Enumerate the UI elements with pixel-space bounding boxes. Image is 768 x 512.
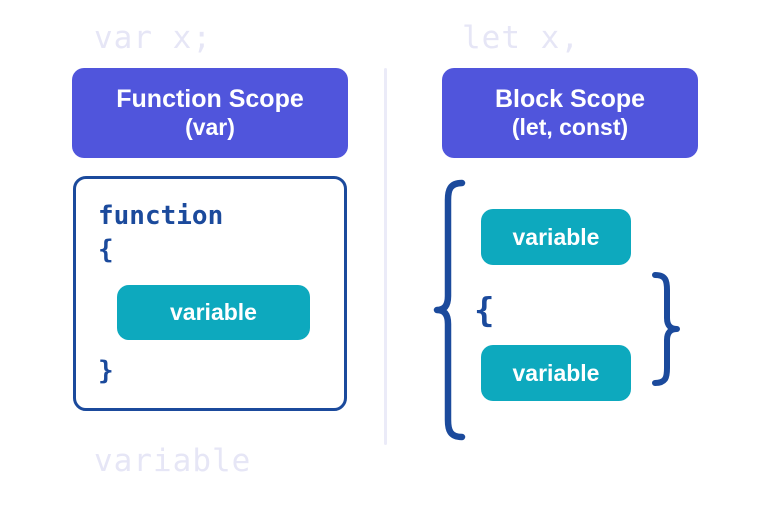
block-scope-variable-label-inner: variable <box>512 359 600 386</box>
function-scope-subtitle: (var) <box>185 114 235 141</box>
watermark-variable: variable <box>94 443 252 479</box>
block-scope-title: Block Scope <box>494 84 646 113</box>
watermark-let-x: let x, <box>462 20 580 56</box>
block-scope-variable-pill-outer: variable <box>481 209 631 265</box>
function-keyword-token: function <box>98 201 224 231</box>
block-scope-header-card: Block Scope (let, const) <box>442 68 698 158</box>
block-scope-inner-open-brace-icon: { <box>474 291 495 331</box>
function-open-brace-token: { <box>98 235 114 265</box>
function-scope-variable-pill: variable <box>117 285 310 340</box>
watermark-var-x: var x; <box>94 20 212 56</box>
panel-divider <box>384 68 387 445</box>
block-scope-variable-label-outer: variable <box>512 223 600 250</box>
block-scope-outer-open-brace-icon <box>433 179 466 441</box>
block-scope-variable-pill-inner: variable <box>481 345 631 401</box>
block-scope-close-brace-icon <box>652 272 680 386</box>
function-scope-title: Function Scope <box>116 84 304 113</box>
function-scope-header-card: Function Scope (var) <box>72 68 348 158</box>
function-scope-variable-label: variable <box>170 299 257 325</box>
block-scope-subtitle: (let, const) <box>511 114 629 141</box>
function-close-brace-token: } <box>98 356 114 386</box>
